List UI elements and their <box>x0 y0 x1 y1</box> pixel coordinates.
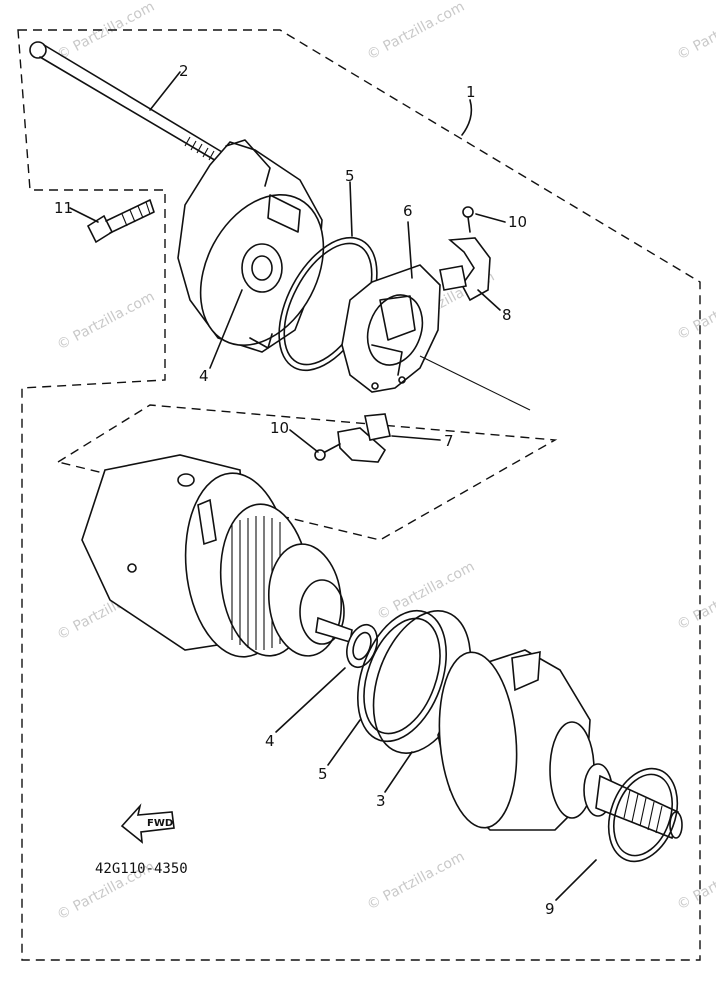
callout-5-bottom: 5 <box>318 765 328 783</box>
callout-2: 2 <box>179 62 189 80</box>
callout-6: 6 <box>403 202 413 220</box>
leader-5-top <box>349 181 353 237</box>
fwd-label: FWD <box>147 818 173 829</box>
watermark: © Partzilla.com <box>54 289 157 354</box>
callout-10-top: 10 <box>508 213 527 231</box>
rear-cover <box>177 139 325 353</box>
callout-1: 1 <box>466 83 476 101</box>
watermark: © Partzilla.com <box>364 849 467 914</box>
leader-10-top <box>475 213 506 223</box>
watermark: © Partzilla.com <box>674 279 716 344</box>
leader-4-top <box>209 289 243 369</box>
leader-6 <box>407 221 413 279</box>
callout-7: 7 <box>444 432 454 450</box>
motor-yoke <box>81 454 353 658</box>
explode-line <box>419 355 531 411</box>
watermark: © Partzilla.com <box>674 0 716 64</box>
callout-9: 9 <box>545 900 555 918</box>
leader-7 <box>391 435 441 441</box>
leader-5-bottom <box>327 719 361 766</box>
watermark: © Partzilla.com <box>674 569 716 634</box>
callout-8: 8 <box>502 306 512 324</box>
leader-10-bottom <box>289 429 319 453</box>
leader-9 <box>555 859 597 901</box>
leader-2 <box>149 71 181 111</box>
o-ring-lower <box>356 609 448 743</box>
fwd-arrow-icon: FWD <box>120 803 175 844</box>
leader-3 <box>384 751 413 793</box>
brush-set-upper <box>439 206 491 302</box>
leader-11 <box>69 207 99 223</box>
callout-10-bottom: 10 <box>270 419 289 437</box>
part-code: 42G110-4350 <box>95 861 188 877</box>
callout-3: 3 <box>376 792 386 810</box>
brush-set-lower <box>314 413 391 463</box>
leader-1 <box>461 99 473 136</box>
front-cover <box>437 649 683 840</box>
leader-8 <box>477 289 501 311</box>
brush-holder-plate <box>341 264 441 393</box>
callout-5-top: 5 <box>345 167 355 185</box>
callout-4-bottom: 4 <box>265 732 275 750</box>
watermark: © Partzilla.com <box>674 849 716 914</box>
watermark: © Partzilla.com <box>364 0 467 64</box>
through-bolt <box>29 41 223 163</box>
callout-4-top: 4 <box>199 367 209 385</box>
leader-4-bottom <box>275 667 346 733</box>
watermark: © Partzilla.com <box>54 0 157 64</box>
assembly-boundary <box>17 29 701 961</box>
flange-bolt <box>86 199 155 244</box>
callout-11: 11 <box>54 199 73 217</box>
o-ring-shaft <box>607 767 679 863</box>
